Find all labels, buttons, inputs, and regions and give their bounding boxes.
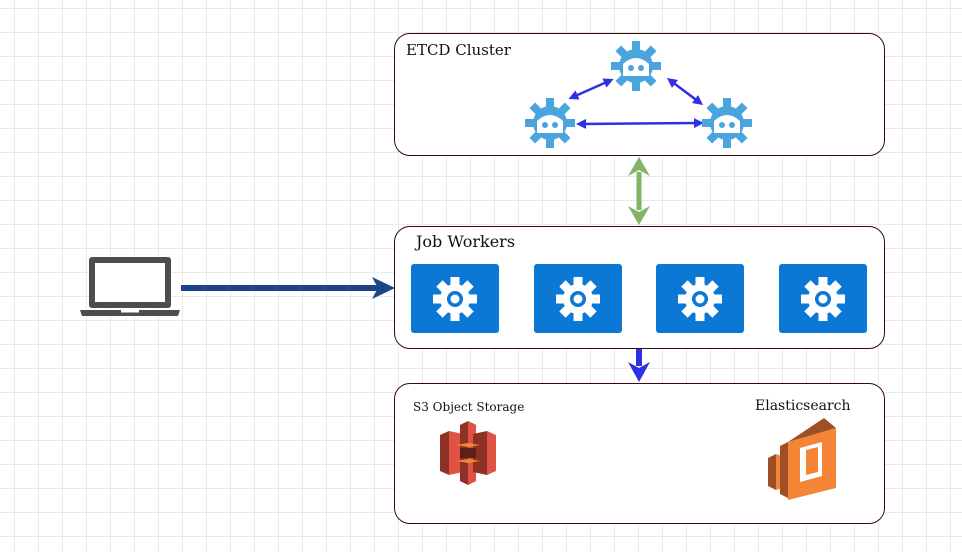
etcd-cluster-links: [568, 78, 704, 129]
etcd-cluster-title: ETCD Cluster: [406, 41, 511, 59]
etcd-link-left-top: [568, 78, 614, 100]
worker-tile: [534, 264, 622, 333]
etcd-link-top-right: [667, 78, 703, 105]
etcd-link-left-right: [576, 118, 704, 129]
gear-icon: [556, 277, 600, 321]
s3-storage-label: S3 Object Storage: [413, 400, 525, 414]
etcd-icon: [702, 98, 752, 148]
client-to-workers-arrow: [181, 277, 395, 299]
job-workers-title: Job Workers: [416, 232, 516, 251]
gear-icon: [678, 277, 722, 321]
worker-tile: [656, 264, 744, 333]
worker-tile: [779, 264, 867, 333]
workers-to-storage-arrow: [628, 348, 650, 382]
aws-elasticsearch-icon: [768, 418, 836, 500]
etcd-icon: [525, 98, 575, 148]
aws-s3-icon: [440, 421, 496, 485]
elasticsearch-label: Elasticsearch: [755, 398, 851, 414]
etcd-icon: [611, 41, 661, 91]
laptop-icon: [80, 257, 180, 316]
gear-icon: [433, 277, 477, 321]
worker-tile: [411, 264, 499, 333]
gear-icon: [801, 277, 845, 321]
etcd-workers-sync-arrow: [628, 157, 650, 225]
